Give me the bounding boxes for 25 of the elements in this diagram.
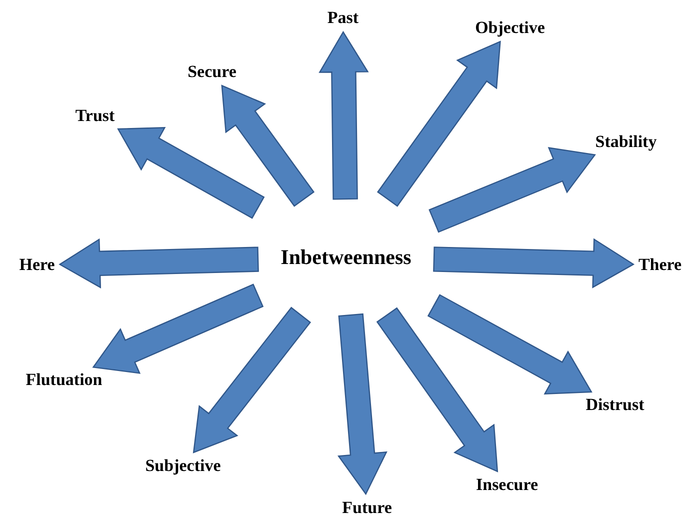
direction-label: Insecure (473, 473, 541, 497)
direction-label: Stability (592, 130, 660, 154)
block-arrow (92, 284, 264, 374)
block-arrow (433, 238, 635, 288)
direction-label: Trust (72, 104, 118, 128)
block-arrow (376, 40, 501, 207)
block-arrow (428, 147, 596, 233)
block-arrow (117, 126, 265, 219)
block-arrow (318, 30, 369, 200)
direction-label: Objective (472, 16, 548, 40)
direction-label: Here (16, 253, 58, 277)
direction-label: There (635, 253, 685, 277)
direction-label: Flutuation (22, 368, 106, 392)
direction-label: Past (324, 6, 362, 30)
block-arrow (338, 313, 388, 496)
direction-label: Subjective (142, 454, 224, 478)
block-arrow (221, 84, 315, 207)
direction-label: Future (339, 496, 395, 518)
direction-label: Secure (184, 60, 240, 84)
direction-label: Distrust (582, 393, 648, 417)
center-label: Inbetweenness (258, 199, 434, 315)
block-arrow (192, 306, 312, 454)
block-arrow (58, 238, 259, 288)
block-arrow (376, 307, 498, 472)
block-arrow (427, 294, 592, 394)
